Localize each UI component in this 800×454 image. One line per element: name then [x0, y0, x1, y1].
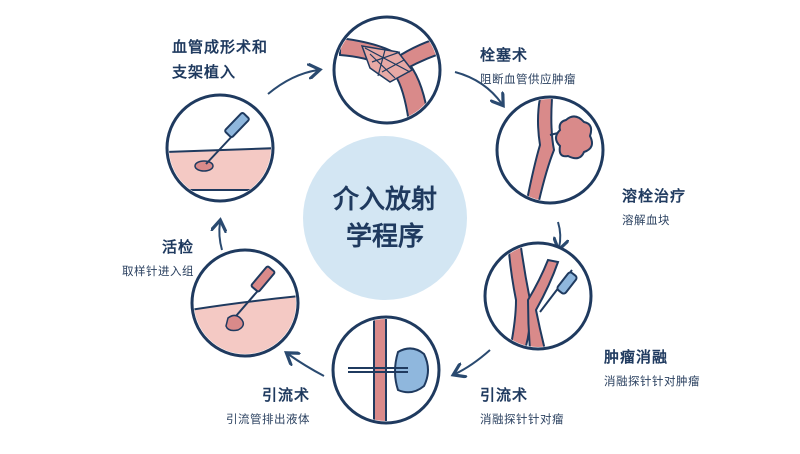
label-drainage-desc: 引流管排出液体	[226, 412, 310, 426]
label-drainage: 引流术 引流管排出液体	[198, 384, 310, 427]
label-stent: 血管成形术和 支架植入	[172, 36, 282, 82]
label-drainage-title: 引流术	[261, 386, 310, 404]
arrow-2	[454, 71, 502, 104]
center-title-line1: 介入放射	[332, 184, 437, 215]
label-thrombolysis: 溶栓治疗 溶解血块	[622, 185, 686, 228]
arrow-5	[288, 354, 325, 377]
stent-illustration	[332, 15, 442, 125]
arrow-1	[267, 70, 318, 95]
label-drainage-a: 引流术 消融探针针对瘤	[480, 384, 564, 427]
label-stent-title: 血管成形术和	[172, 38, 269, 56]
label-embolization-desc: 阻断血管供应肿瘤	[480, 72, 576, 86]
label-biopsy-title: 活检	[161, 238, 194, 256]
label-embolization-title: 栓塞术	[480, 46, 529, 64]
biopsy-illustration	[190, 248, 300, 358]
injection-illustration	[165, 93, 275, 203]
drainage-illustration	[331, 315, 441, 425]
label-thrombolysis-title: 溶栓治疗	[622, 187, 687, 205]
label-biopsy-desc: 取样针进入组	[122, 264, 194, 278]
label-biopsy: 活检 取样针进入组	[98, 236, 194, 279]
label-thrombolysis-desc: 溶解血块	[622, 213, 670, 227]
label-ablation-desc: 消融探针针对肿瘤	[604, 374, 700, 388]
arrow-6	[219, 222, 222, 251]
label-drainage-a-title: 引流术	[480, 386, 529, 404]
label-ablation: 肿瘤消融 消融探针针对肿瘤	[604, 346, 700, 389]
label-embolization: 栓塞术 阻断血管供应肿瘤	[480, 44, 576, 87]
label-drainage-a-desc: 消融探针针对瘤	[480, 412, 564, 426]
arrow-3	[558, 221, 560, 248]
ablation-illustration	[483, 241, 593, 351]
embolization-illustration	[495, 95, 605, 205]
arrow-4	[455, 349, 491, 374]
label-ablation-title: 肿瘤消融	[604, 348, 669, 366]
center-circle	[303, 136, 467, 300]
center-title-line2: 学程序	[346, 221, 424, 252]
label-stent-title2: 支架植入	[172, 63, 237, 81]
